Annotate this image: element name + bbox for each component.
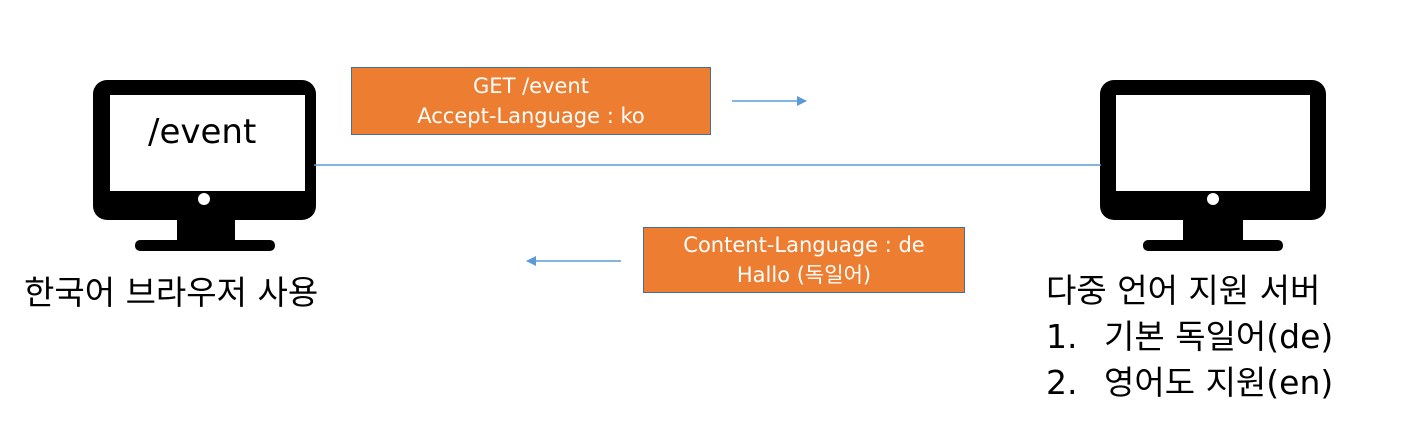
feature-text: 기본 독일어(de) (1104, 317, 1334, 356)
response-line-body: Hallo (독일어) (736, 263, 872, 287)
feature-number: 2. (1046, 363, 1078, 402)
response-box: Content-Language : de Hallo (독일어) (643, 227, 965, 293)
request-line-method: GET /event (473, 74, 589, 98)
server-monitor-icon (1100, 80, 1326, 251)
feature-number: 1. (1046, 317, 1078, 356)
server-info: 다중 언어 지원 서버 1. 기본 독일어(de) 2. 영어도 지원(en) (1046, 268, 1401, 406)
feature-text: 영어도 지원(en) (1104, 363, 1334, 402)
request-box: GET /event Accept-Language : ko (351, 67, 711, 135)
server-label: 다중 언어 지원 서버 (1046, 271, 1321, 310)
client-label: 한국어 브라우저 사용 (24, 273, 319, 312)
request-line-header: Accept-Language : ko (417, 104, 645, 128)
server-feature-item: 1. 기본 독일어(de) (1046, 314, 1401, 360)
response-line-header: Content-Language : de (683, 233, 925, 257)
client-screen-path: /event (148, 112, 257, 152)
client-monitor-icon (93, 80, 316, 251)
server-feature-item: 2. 영어도 지원(en) (1046, 360, 1401, 406)
